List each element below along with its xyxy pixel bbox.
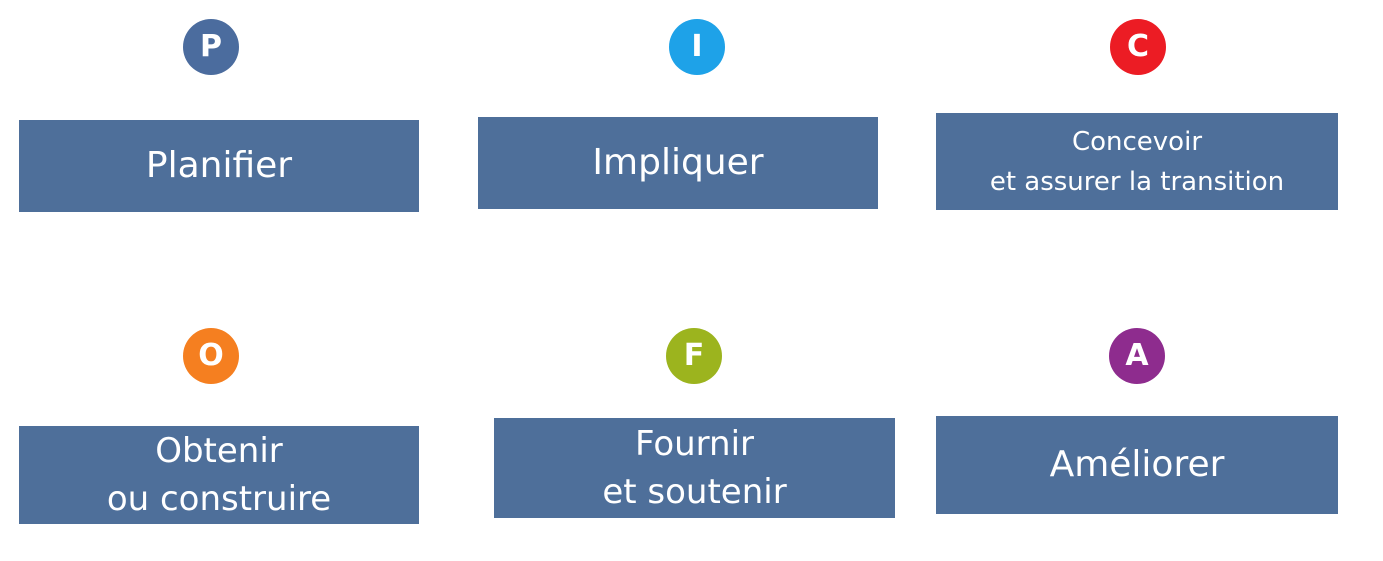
step-label-line-1: Fournir: [634, 424, 755, 464]
step-label-line-1: Concevoir: [1071, 126, 1203, 157]
step-box-obtenir: Obtenir ou construire: [19, 426, 419, 524]
step-label-line-2: et soutenir: [602, 472, 787, 512]
step-label: Planifier: [145, 145, 293, 186]
step-box-fournir: Fournir et soutenir: [494, 418, 895, 518]
letter-badge-i: I: [669, 19, 725, 75]
step-label-line-2: ou construire: [106, 479, 332, 519]
letter-badge-o: O: [183, 328, 239, 384]
step-box-ameliorer: Améliorer: [936, 416, 1338, 514]
letter-badge-c: C: [1110, 19, 1166, 75]
step-label-line-1: Obtenir: [155, 431, 283, 471]
step-box-impliquer: Impliquer: [478, 117, 878, 209]
step-box-planifier: Planifier: [19, 120, 419, 212]
letter-badge-p: P: [183, 19, 239, 75]
letter-badge-a: A: [1109, 328, 1165, 384]
letter-badge-f: F: [666, 328, 722, 384]
step-label: Impliquer: [592, 142, 764, 183]
step-label-line-2: et assurer la transition: [989, 166, 1285, 197]
step-label: Améliorer: [1049, 444, 1225, 485]
step-box-concevoir: Concevoir et assurer la transition: [936, 113, 1338, 210]
